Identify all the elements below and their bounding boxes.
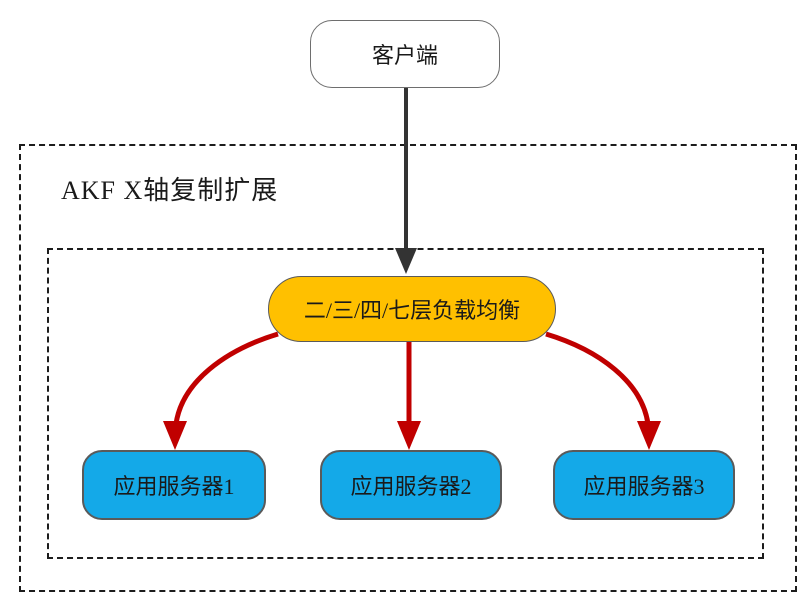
- akf-x-axis-group-label: AKF X轴复制扩展: [61, 176, 279, 205]
- app-server-3-label: 应用服务器3: [583, 474, 705, 499]
- client-node: 客户端: [310, 20, 500, 88]
- app-server-3-node: 应用服务器3: [553, 450, 735, 520]
- app-server-2-label: 应用服务器2: [350, 474, 472, 499]
- load-balancer-node: 二/三/四/七层负载均衡: [268, 276, 556, 342]
- load-balancer-node-label: 二/三/四/七层负载均衡: [303, 298, 521, 323]
- client-node-label: 客户端: [371, 43, 438, 68]
- akf-x-axis-group-frame: AKF X轴复制扩展: [19, 144, 797, 592]
- app-server-1-label: 应用服务器1: [113, 474, 235, 499]
- app-server-2-node: 应用服务器2: [320, 450, 502, 520]
- app-server-1-node: 应用服务器1: [82, 450, 266, 520]
